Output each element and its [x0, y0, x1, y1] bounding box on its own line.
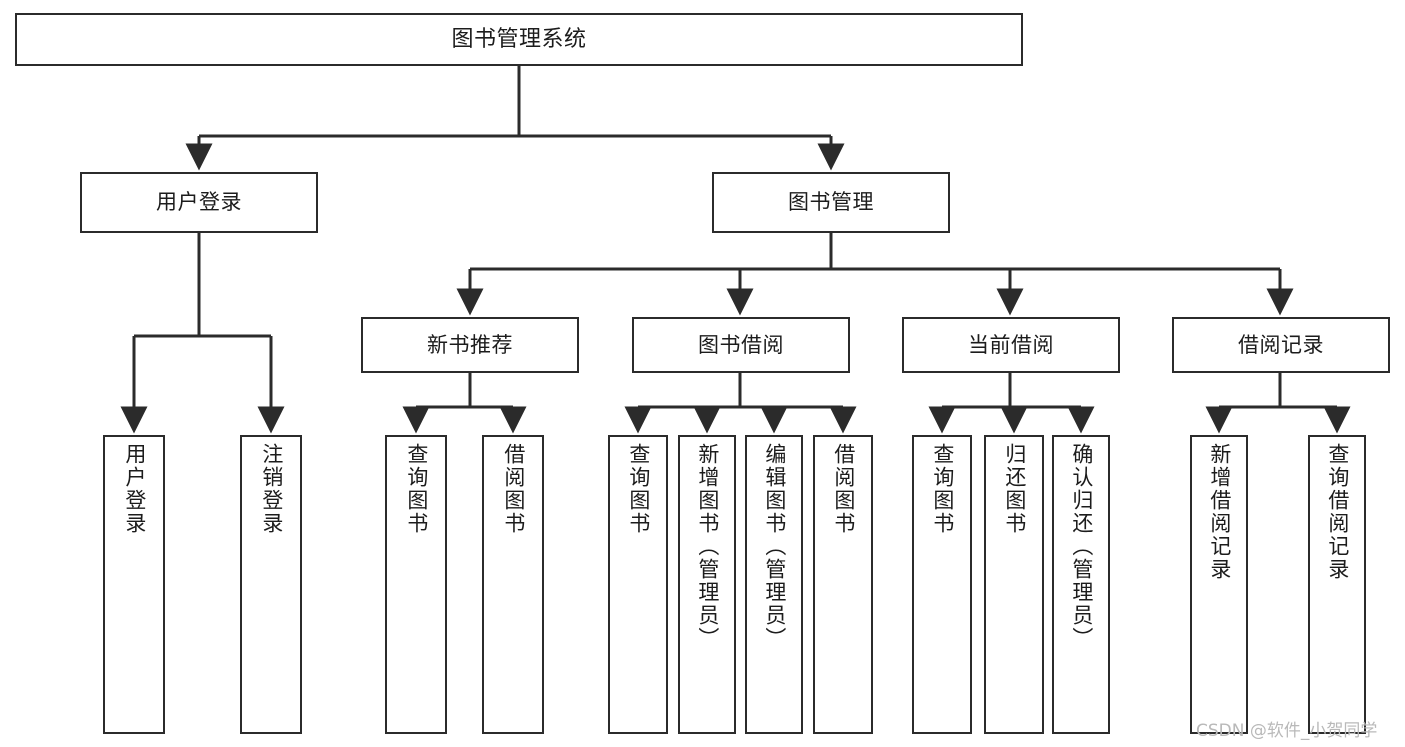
node-book-borrow[interactable]: 图书借阅 [632, 317, 850, 373]
node-root-label: 图书管理系统 [451, 26, 587, 52]
leaf-node-label: 借阅图书 [831, 443, 856, 535]
leaf-node[interactable]: 借阅图书 [482, 435, 544, 734]
node-borrow-records-label: 借阅记录 [1238, 332, 1324, 357]
leaf-node[interactable]: 查询借阅记录 [1308, 435, 1366, 734]
leaf-node[interactable]: 借阅图书 [813, 435, 873, 734]
node-book-borrow-label: 图书借阅 [698, 332, 784, 357]
node-user-login[interactable]: 用户登录 [80, 172, 318, 233]
leaf-node[interactable]: 查询图书 [912, 435, 972, 734]
leaf-node[interactable]: 新增图书（管理员） [678, 435, 736, 734]
leaf-node[interactable]: 查询图书 [385, 435, 447, 734]
leaf-node[interactable]: 用户登录 [103, 435, 165, 734]
leaf-node-label: 注销登录 [259, 443, 284, 535]
node-current-borrow-label: 当前借阅 [968, 332, 1054, 357]
leaf-node-label: 借阅图书 [501, 443, 526, 535]
leaf-node-label: 查询图书 [626, 443, 651, 535]
leaf-node-label: 确认归还（管理员） [1069, 443, 1094, 650]
node-root[interactable]: 图书管理系统 [15, 13, 1023, 66]
node-book-management[interactable]: 图书管理 [712, 172, 950, 233]
leaf-node[interactable]: 确认归还（管理员） [1052, 435, 1110, 734]
node-new-book-recommend[interactable]: 新书推荐 [361, 317, 579, 373]
leaf-node[interactable]: 查询图书 [608, 435, 668, 734]
leaf-node-label: 新增图书（管理员） [695, 443, 720, 650]
node-current-borrow[interactable]: 当前借阅 [902, 317, 1120, 373]
leaf-node-label: 新增借阅记录 [1207, 443, 1232, 581]
leaf-node[interactable]: 注销登录 [240, 435, 302, 734]
leaf-node-label: 用户登录 [122, 443, 147, 535]
leaf-node-label: 编辑图书（管理员） [762, 443, 787, 650]
leaf-node[interactable]: 编辑图书（管理员） [745, 435, 803, 734]
csdn-watermark: CSDN @软件_小贺同学 [1196, 721, 1378, 741]
leaf-node[interactable]: 新增借阅记录 [1190, 435, 1248, 734]
node-borrow-records[interactable]: 借阅记录 [1172, 317, 1390, 373]
node-new-book-recommend-label: 新书推荐 [427, 332, 513, 357]
leaf-node[interactable]: 归还图书 [984, 435, 1044, 734]
leaf-node-label: 查询图书 [930, 443, 955, 535]
node-book-management-label: 图书管理 [788, 190, 874, 215]
leaf-node-label: 查询借阅记录 [1325, 443, 1350, 581]
leaf-node-label: 归还图书 [1002, 443, 1027, 535]
leaf-node-label: 查询图书 [404, 443, 429, 535]
node-user-login-label: 用户登录 [156, 190, 242, 215]
